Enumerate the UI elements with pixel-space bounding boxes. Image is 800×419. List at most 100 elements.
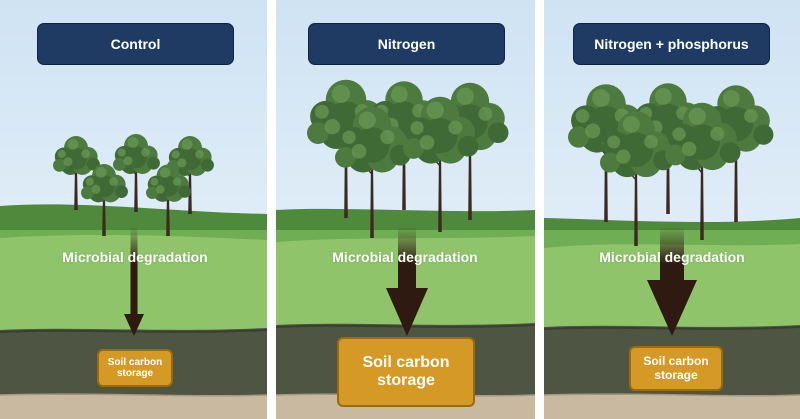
- tree: [665, 102, 741, 240]
- soil-edge: [276, 324, 535, 328]
- tree-foliage: [719, 142, 741, 164]
- tree-trunk: [74, 165, 78, 210]
- tree-highlight: [155, 184, 165, 194]
- sand-edge: [0, 393, 267, 397]
- tree-highlight: [410, 121, 424, 135]
- tree-highlight: [150, 177, 159, 186]
- panel-title: Control: [37, 23, 234, 65]
- tree-highlight: [95, 167, 107, 178]
- tree-highlight: [426, 101, 444, 119]
- degradation-arrow: [124, 226, 144, 336]
- tree-highlight: [585, 123, 601, 139]
- degradation-arrow: [647, 226, 697, 336]
- microbial-degradation-label: Microbial degradation: [599, 249, 745, 265]
- tree-highlight: [622, 115, 640, 133]
- tree-highlight: [448, 120, 463, 135]
- tree-foliage: [147, 156, 160, 170]
- tree-highlight: [171, 150, 180, 159]
- tree-highlight: [159, 167, 171, 178]
- panel-title: Nitrogen: [308, 23, 505, 65]
- tree-highlight: [616, 149, 631, 164]
- tree-highlight: [351, 144, 367, 159]
- tree-foliage: [53, 158, 66, 172]
- tree-highlight: [380, 130, 395, 145]
- soil-edge: [0, 329, 267, 333]
- tree-highlight: [85, 177, 94, 186]
- tree-highlight: [181, 139, 193, 150]
- tree-highlight: [57, 149, 66, 159]
- soil-edge: [544, 326, 800, 330]
- microbial-degradation-label: Microbial degradation: [62, 249, 208, 265]
- tree-highlight: [141, 147, 150, 157]
- tree-highlight: [81, 149, 90, 159]
- tree-foliage: [487, 122, 509, 144]
- sand-edge: [544, 393, 800, 397]
- tree-foliage: [178, 185, 191, 198]
- tree: [113, 134, 160, 212]
- tree-highlight: [575, 109, 590, 123]
- tree-highlight: [744, 109, 758, 123]
- tree: [146, 164, 191, 236]
- tree-trunk: [700, 155, 704, 240]
- panel-nitrogen-phosphorus: Nitrogen + phosphorus Microbial degradat…: [544, 0, 800, 419]
- tree-highlight: [117, 148, 126, 157]
- tree-foliage: [665, 144, 686, 166]
- microbial-degradation-label: Microbial degradation: [332, 249, 478, 265]
- tree-highlight: [592, 89, 610, 107]
- tree-foliage: [115, 185, 128, 199]
- tree-highlight: [177, 158, 187, 168]
- tree-highlight: [172, 177, 182, 186]
- tree-highlight: [91, 184, 101, 194]
- tree-trunk: [102, 192, 106, 236]
- tree-trunk: [166, 192, 170, 236]
- tree: [81, 164, 128, 236]
- tree-highlight: [123, 156, 133, 166]
- tree: [335, 106, 411, 238]
- tree-foliage: [457, 135, 479, 157]
- tree-highlight: [681, 141, 697, 157]
- tree: [403, 96, 479, 232]
- tree-highlight: [109, 177, 118, 186]
- soil-carbon-storage-box: Soil carbon storage: [337, 337, 475, 407]
- tree-trunk: [634, 162, 638, 246]
- tree-highlight: [358, 111, 376, 129]
- tree-highlight: [195, 149, 204, 159]
- tree-highlight: [127, 137, 139, 148]
- tree-highlight: [456, 87, 474, 105]
- tree-highlight: [63, 157, 73, 167]
- tree-foliage: [307, 122, 329, 144]
- panel-nitrogen-scene: [276, 0, 535, 419]
- tree-highlight: [331, 84, 351, 104]
- tree-foliage: [600, 152, 621, 173]
- tree-highlight: [654, 87, 672, 105]
- tree-highlight: [390, 85, 408, 103]
- tree-foliage: [146, 186, 159, 199]
- tree-highlight: [672, 127, 686, 141]
- tree: [53, 136, 100, 210]
- tree-foliage: [335, 147, 356, 168]
- tree-foliage: [753, 124, 774, 145]
- panel-control-scene: [0, 0, 267, 419]
- tree-highlight: [644, 134, 658, 149]
- tree-highlight: [607, 135, 621, 149]
- tree-highlight: [67, 139, 79, 150]
- tree-foliage: [568, 126, 590, 148]
- tree-trunk: [370, 157, 374, 238]
- tree-trunk: [134, 164, 138, 212]
- tree-highlight: [722, 89, 740, 107]
- tree: [600, 111, 674, 246]
- panel-control: Control Microbial degradation Soil carbo…: [0, 0, 267, 419]
- tree-highlight: [342, 130, 356, 144]
- panel-title: Nitrogen + phosphorus: [573, 23, 770, 65]
- sand-layer: [544, 395, 800, 419]
- panel-nitrogen: Nitrogen Microbial degradation Soil carb…: [276, 0, 535, 419]
- tree-foliage: [81, 186, 94, 200]
- degradation-arrow: [386, 226, 428, 336]
- tree-foliage: [201, 158, 214, 172]
- soil-carbon-storage-box: Soil carbon storage: [629, 346, 723, 391]
- tree: [167, 136, 214, 214]
- tree-highlight: [324, 118, 341, 135]
- panel-nitrogen-phosphorus-scene: [544, 0, 800, 419]
- sand-layer: [0, 395, 267, 419]
